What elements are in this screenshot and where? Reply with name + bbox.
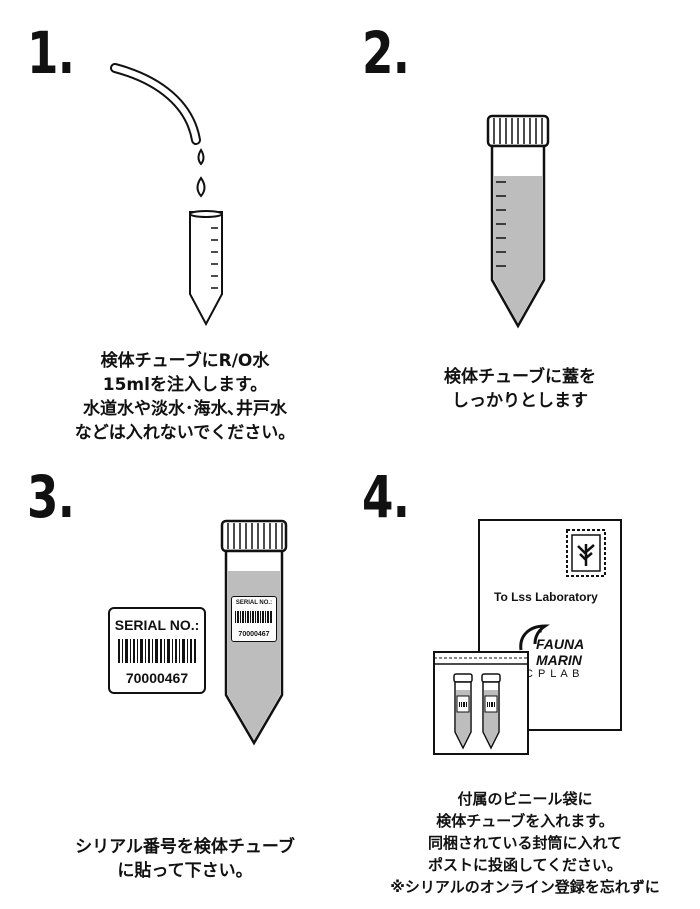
envelope-address: To Lss Laboratory (494, 590, 598, 604)
step-3-number: 3. (27, 463, 75, 531)
brand-line-2: MARIN (536, 652, 582, 668)
step-4-line-3: 同梱されている封筒に入れて (427, 834, 623, 852)
fish-logo-icon (519, 624, 550, 651)
step-1-caption: 検体チューブにR/O水 15mlを注入します。 水道水や淡水･海水､井戸水 など… (20, 349, 350, 445)
step-3-line-1: シリアル番号を検体チューブ (75, 837, 295, 857)
step-4-number: 4. (362, 463, 410, 531)
step-2-line-1: 検体チューブに蓋を (444, 367, 596, 387)
serial-number-sticker: SERIAL NO.: 70000467 (108, 607, 206, 694)
tube-barcode-icon (235, 611, 272, 623)
step-4-line-5: ※シリアルのオンライン登録を忘れずに (390, 878, 660, 896)
plastic-bag-illustration (433, 651, 529, 755)
step-1-line-1: 検体チューブにR/O水 (100, 351, 270, 371)
tube-serial-label-text: SERIAL NO.: (235, 600, 273, 606)
serial-label-text: SERIAL NO.: (114, 617, 200, 633)
empty-tube-illustration (189, 210, 223, 327)
step-2-line-2: しっかりとします (452, 391, 588, 411)
brand-line-1: FAUNA (536, 636, 585, 652)
tube-serial-number-text: 70000467 (238, 631, 270, 638)
step-2-caption: 検体チューブに蓋を しっかりとします (355, 365, 685, 413)
capped-tube-illustration (486, 114, 550, 329)
step-1-line-2: 15mlを注入します。 (102, 375, 268, 395)
step-1-line-4: などは入れないでください。 (74, 423, 296, 443)
step-4-caption: 付属のビニール袋に 検体チューブを入れます。 同梱されている封筒に入れて ポスト… (350, 788, 700, 898)
step-4-line-1: 付属のビニール袋に (457, 790, 593, 808)
tube-serial-sticker: SERIAL NO.: 70000467 (231, 596, 277, 642)
serial-number-text: 70000467 (125, 670, 189, 686)
step-1-number: 1. (27, 19, 75, 87)
step-4-line-4: ポストに投函してください。 (427, 856, 623, 874)
step-4-line-2: 検体チューブを入れます。 (436, 812, 614, 830)
step-1-line-3: 水道水や淡水･海水､井戸水 (83, 399, 287, 419)
step-3-line-2: に貼って下さい。 (117, 861, 253, 881)
brand-line-3: C P L A B (525, 668, 581, 680)
barcode-icon (118, 639, 196, 663)
step-2-number: 2. (362, 19, 410, 87)
step-3-caption: シリアル番号を検体チューブ に貼って下さい。 (20, 835, 350, 883)
